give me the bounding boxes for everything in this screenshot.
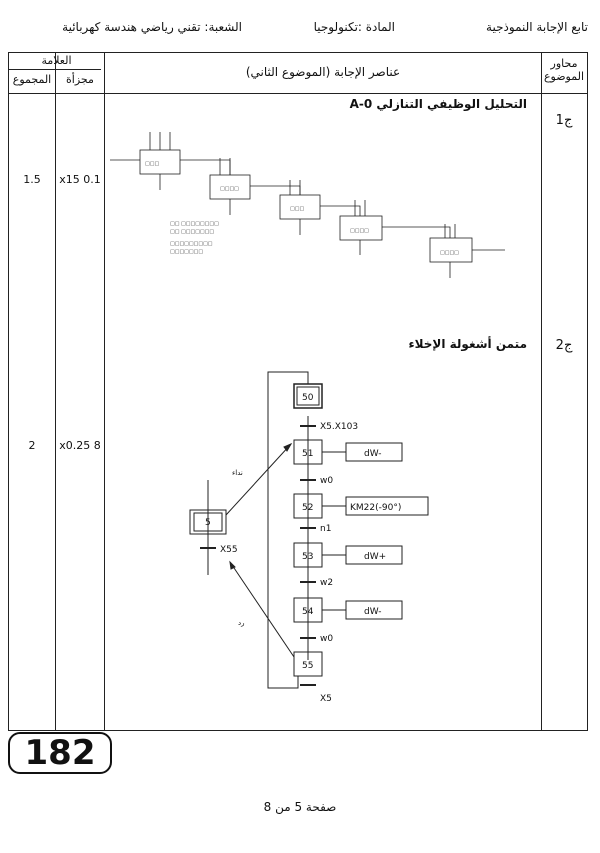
svg-text:□□□: □□□ [145,161,159,167]
question-2-total: 2 [28,439,36,452]
svg-text:□□□□□□□: □□□□□□□ [170,249,203,255]
header-subject: المادة :تكنولوجيا [313,20,395,34]
arrow-return-label: رد [238,619,245,627]
svg-text:□□□□: □□□□ [440,250,459,256]
question-1-partial: 0.1 x15 [59,173,101,186]
action-2: KM22(-90°) [350,503,401,513]
functional-analysis-diagram: □□□ □□□□ □□□ □□□□ □□□□ □□ □□□□□□□□ □□ □□… [110,132,505,278]
question-1-heading: التحليل الوظيفي التنازلي A-0 [349,97,527,111]
transition-1: X5.X103 [320,422,358,432]
svg-text:□□ □□□□□□□: □□ □□□□□□□ [170,229,214,235]
step-51: 51 [302,449,313,459]
step-52: 52 [302,503,313,513]
step-55: 55 [302,661,313,671]
svg-text:□□□□: □□□□ [220,186,239,192]
score-box: 182 [8,732,112,774]
question-1-total: 1.5 [23,173,41,186]
action-4: dW- [364,607,382,617]
side-step: 5 [205,518,211,528]
action-3: dW+ [364,552,386,562]
transition-6: X5 [320,694,332,704]
header-partial: مجزأة [66,73,94,86]
header-branch: الشعبة: تقني رياضي هندسة كهربائية [62,20,242,34]
header-axes: محاور الموضوع [543,57,585,83]
transition-2: w0 [320,476,333,486]
grafcet-diagram: 50 51 52 53 54 55 dW- KM22(-90°) dW+ dW-… [189,371,429,704]
question-2-heading: متمن أشغولة الإخلاء [408,337,527,351]
side-transition: X55 [220,545,238,555]
transition-5: w0 [320,634,333,644]
header-title: تابع الإجابة النموذجية [486,20,588,34]
transition-4: w2 [320,578,333,588]
step-50: 50 [302,393,314,403]
svg-text:□□ □□□□□□□□: □□ □□□□□□□□ [170,221,219,227]
question-1-label: ج1 [555,113,573,128]
svg-text:□□□□□□□□□: □□□□□□□□□ [170,241,213,247]
answer-table: محاور الموضوع عناصر الإجابة (الموضوع الث… [8,52,588,731]
question-2-label: ج2 [555,338,573,353]
step-54: 54 [302,607,314,617]
svg-text:□□□: □□□ [290,206,304,212]
arrow-call-label: نداء [232,469,243,477]
question-2-partial: 8 x0.25 [59,439,101,452]
header-elements: عناصر الإجابة (الموضوع الثاني) [245,65,401,79]
svg-text:□□□□: □□□□ [350,228,369,234]
transition-3: n1 [320,524,331,534]
header-mark: العلامة [41,54,72,67]
action-1: dW- [364,449,382,459]
header-total: المجموع [12,73,52,86]
step-53: 53 [302,552,313,562]
page-footer: صفحة 5 من 8 [263,800,337,814]
